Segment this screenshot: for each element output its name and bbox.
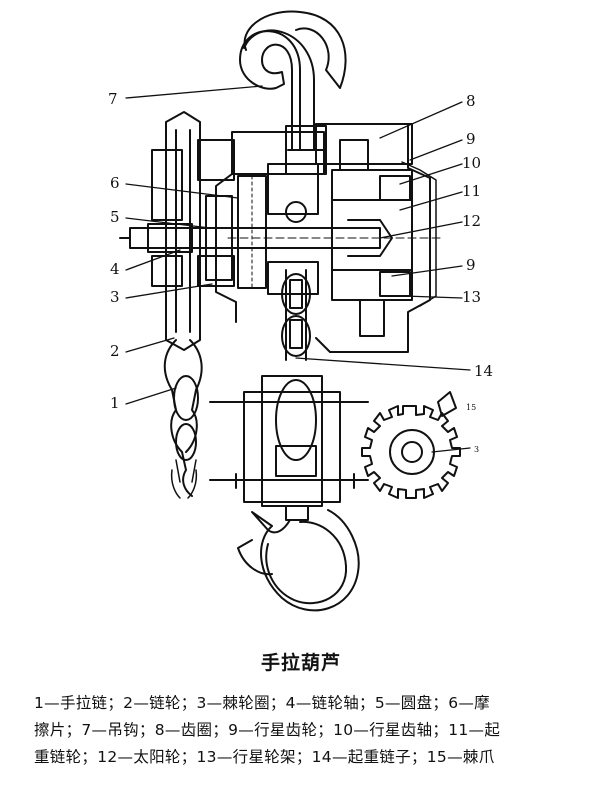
main-shaft xyxy=(119,219,441,257)
callout-4: 4 xyxy=(110,260,120,278)
figure-legend: 1—手拉链；2—链轮；3—棘轮圈；4—链轮轴；5—圆盘；6—摩 擦片；7—吊钩；… xyxy=(34,690,574,771)
chain-hoist-diagram: 7 8 9 10 11 12 9 13 14 6 5 4 3 2 1 15 3 xyxy=(108,10,493,612)
callout-13: 13 xyxy=(462,288,481,306)
callout-1: 1 xyxy=(110,394,120,412)
figure-title: 手拉葫芦 xyxy=(260,652,341,674)
lifting-chain xyxy=(281,269,471,371)
callout-8: 8 xyxy=(466,92,476,110)
ratchet-inset xyxy=(361,391,471,499)
leader-lines xyxy=(125,85,463,405)
hand-chain-links xyxy=(173,375,199,483)
bottom-block xyxy=(209,375,369,507)
callout-2: 2 xyxy=(110,342,120,360)
callout-5: 5 xyxy=(110,208,120,226)
callout-6: 6 xyxy=(110,174,120,192)
callout-9-lower: 9 xyxy=(466,256,476,274)
legend-line: 1—手拉链；2—链轮；3—棘轮圈；4—链轮轴；5—圆盘；6—摩 xyxy=(34,694,490,712)
top-hook xyxy=(239,10,347,175)
inset-callout-3: 3 xyxy=(474,445,479,454)
callout-9-upper: 9 xyxy=(466,130,476,148)
callout-7: 7 xyxy=(108,90,118,108)
callout-3: 3 xyxy=(110,288,120,306)
inset-callout-15: 15 xyxy=(466,403,476,412)
gear-housing xyxy=(215,123,437,353)
callout-10: 10 xyxy=(462,154,481,172)
legend-line: 重链轮；12—太阳轮；13—行星轮架；14—起重链子；15—棘爪 xyxy=(34,748,495,766)
hand-chain-wheel xyxy=(151,111,235,499)
callout-11: 11 xyxy=(462,182,481,200)
callout-12: 12 xyxy=(462,212,481,230)
bottom-hook xyxy=(237,505,360,612)
callout-14: 14 xyxy=(474,362,493,380)
legend-line: 擦片；7—吊钩；8—齿圈；9—行星齿轮；10—行星齿轴；11—起 xyxy=(34,721,501,739)
